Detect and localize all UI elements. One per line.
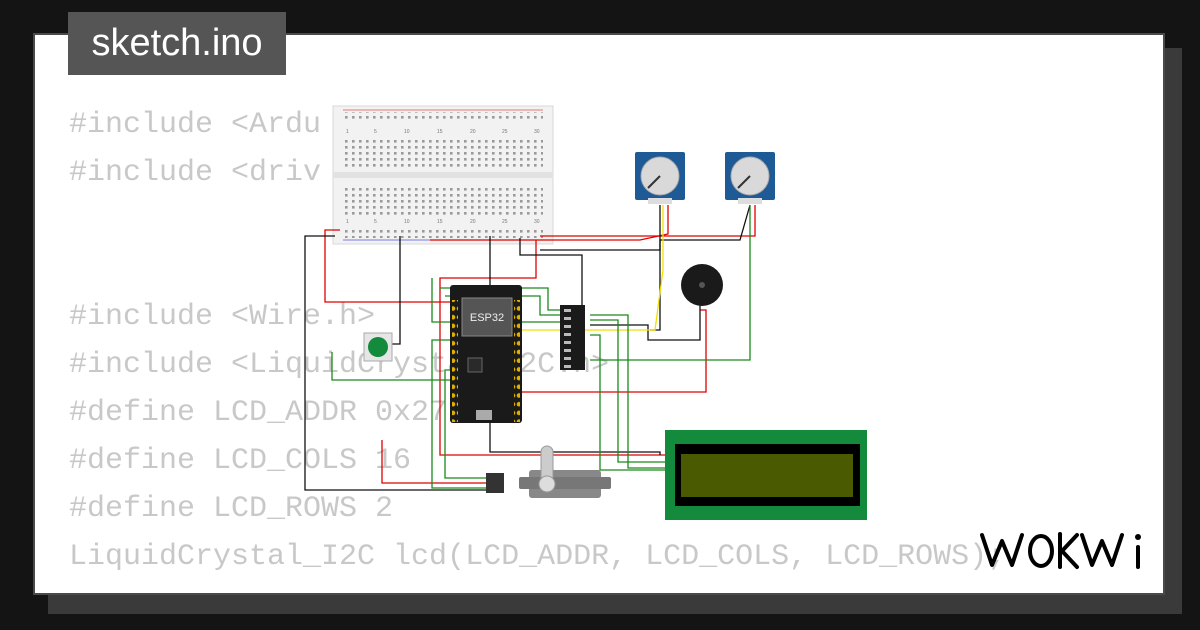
servo-icon[interactable] [486, 445, 611, 498]
logic-analyzer-icon[interactable] [560, 305, 585, 370]
code-line: #include <LiquidCrystal_I2C.h> [69, 348, 610, 382]
pushbutton-icon[interactable] [363, 332, 393, 362]
preview-card: #include <Ardu #include <driv #include <… [33, 33, 1165, 595]
breadboard-col-label: 15 [437, 129, 443, 135]
breadboard-col-label: 30 [534, 129, 540, 135]
code-line: #define LCD_ROWS 2 [69, 492, 394, 526]
breadboard-col-label: 10 [404, 129, 410, 135]
code-line: #include <driv [69, 156, 322, 190]
code-line: #define LCD_COLS 16 [69, 444, 412, 478]
buzzer-icon[interactable] [681, 264, 723, 306]
breadboard-col-label: 25 [502, 129, 508, 135]
wokwi-logo-mark [980, 532, 1141, 569]
wokwi-logo [978, 527, 1153, 580]
breadboard-col-label: 10 [404, 219, 410, 225]
file-tab[interactable]: sketch.ino [68, 12, 286, 75]
potentiometer-icon[interactable] [725, 152, 775, 204]
breadboard-col-label: 15 [437, 219, 443, 225]
breadboard-col-label: 25 [502, 219, 508, 225]
code-line: #define LCD_ADDR 0x27 [69, 396, 448, 430]
breadboard-col-label: 20 [470, 219, 476, 225]
code-line: LiquidCrystal_I2C lcd(LCD_ADDR, LCD_COLS… [69, 540, 1006, 574]
lcd-display-icon[interactable] [665, 430, 867, 520]
breadboard-col-label: 5 [374, 129, 377, 135]
esp32-label: ESP32 [470, 312, 504, 324]
code-line: #include <Ardu [69, 108, 322, 142]
breadboard-col-label: 1 [346, 219, 349, 225]
breadboard-col-label: 20 [470, 129, 476, 135]
breadboard[interactable]: 1 5 10 15 20 25 30 1 5 10 15 20 25 30 [332, 105, 554, 245]
breadboard-col-label: 5 [374, 219, 377, 225]
potentiometer-icon[interactable] [635, 152, 685, 204]
breadboard-col-label: 30 [534, 219, 540, 225]
code-background: #include <Ardu #include <driv #include <… [69, 101, 1005, 581]
esp32-board-icon[interactable]: ESP32 [450, 285, 522, 423]
breadboard-col-label: 1 [346, 129, 349, 135]
code-line: #include <Wire.h> [69, 300, 376, 334]
